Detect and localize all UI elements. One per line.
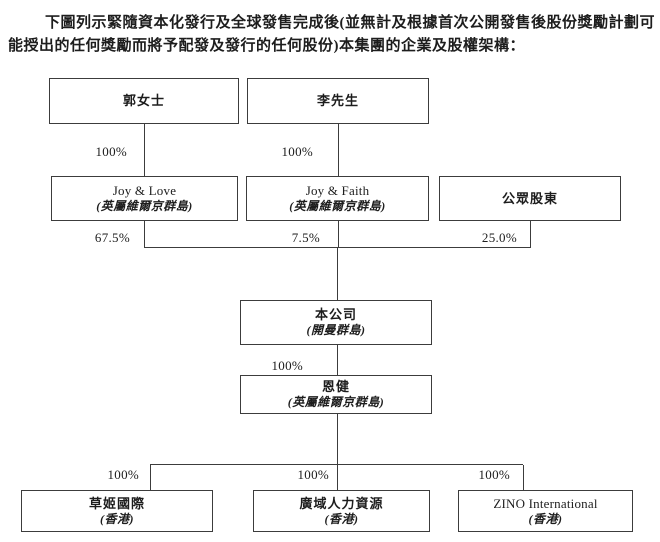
connector-guo-joylove	[143, 124, 145, 176]
connector-bus-zino	[522, 465, 524, 490]
ownership-label-joylove-company: 67.5%	[94, 230, 130, 245]
node-ms-guo: 郭女士	[49, 78, 239, 124]
node-caoji-international-jurisdiction: (香港)	[100, 511, 134, 526]
node-zino-international-label: ZINO International	[493, 495, 598, 511]
node-enjian-jurisdiction: (英屬維爾京群島)	[287, 395, 385, 409]
node-company: 本公司 (開曼群島)	[240, 300, 432, 345]
connector-bus-company	[336, 248, 338, 300]
node-public-shareholders-label: 公眾股東	[501, 190, 558, 206]
ownership-label-joyfaith-company: 7.5%	[291, 230, 320, 245]
connector-bus-guangyu	[336, 465, 338, 490]
intro-line-2: 能授出的任何獎勵而將予配發及發行的任何股份)本集團的企業及股權架構：	[8, 38, 525, 54]
connector-enjian-down	[336, 414, 338, 465]
node-guangyu-hr-label: 廣域人力資源	[299, 495, 384, 511]
ownership-label-enjian-caoji: 100%	[107, 467, 139, 482]
connector-joylove-down	[143, 221, 145, 248]
connector-bus-caoji	[149, 465, 151, 490]
node-joy-and-love-jurisdiction: (英屬維爾京群島)	[96, 199, 193, 213]
node-zino-international: ZINO International (香港)	[458, 490, 633, 532]
ownership-label-company-enjian: 100%	[271, 358, 303, 373]
node-zino-international-jurisdiction: (香港)	[528, 511, 563, 526]
intro-line-1: 下圖列示緊隨資本化發行及全球發售完成後(並無計及根據首次公開發售後股份獎勵計劃可	[45, 15, 655, 31]
connector-li-joyfaith	[337, 124, 339, 176]
node-mr-li: 李先生	[247, 78, 429, 124]
connector-joyfaith-down	[337, 221, 339, 248]
connector-row2-bus	[143, 247, 531, 248]
node-joy-and-love-label: Joy & Love	[112, 183, 177, 198]
node-caoji-international-label: 草姬國際	[88, 495, 145, 511]
node-mr-li-label: 李先生	[316, 93, 359, 108]
node-joy-and-love: Joy & Love (英屬維爾京群島)	[51, 176, 238, 221]
node-joy-and-faith-jurisdiction: (英屬維爾京群島)	[289, 199, 386, 213]
node-joy-and-faith-label: Joy & Faith	[305, 183, 370, 198]
node-joy-and-faith: Joy & Faith (英屬維爾京群島)	[246, 176, 429, 221]
ownership-label-public-company: 25.0%	[481, 230, 517, 245]
node-enjian: 恩健 (英屬維爾京群島)	[240, 375, 432, 414]
node-ms-guo-label: 郭女士	[122, 93, 165, 108]
ownership-label-enjian-zino: 100%	[478, 467, 510, 482]
node-guangyu-hr: 廣域人力資源 (香港)	[253, 490, 430, 532]
ownership-label-enjian-guangyu: 100%	[297, 467, 329, 482]
connector-public-down	[530, 221, 531, 248]
ownership-label-li-joyfaith: 100%	[281, 144, 313, 159]
node-caoji-international: 草姬國際 (香港)	[21, 490, 213, 532]
connector-subsidiaries-bus	[150, 464, 523, 465]
node-public-shareholders: 公眾股東	[439, 176, 621, 221]
node-company-jurisdiction: (開曼群島)	[306, 323, 366, 337]
node-enjian-label: 恩健	[321, 379, 350, 394]
node-guangyu-hr-jurisdiction: (香港)	[324, 511, 359, 526]
connector-company-enjian	[336, 345, 338, 375]
ownership-label-guo-joylove: 100%	[95, 144, 127, 159]
node-company-label: 本公司	[314, 307, 357, 322]
